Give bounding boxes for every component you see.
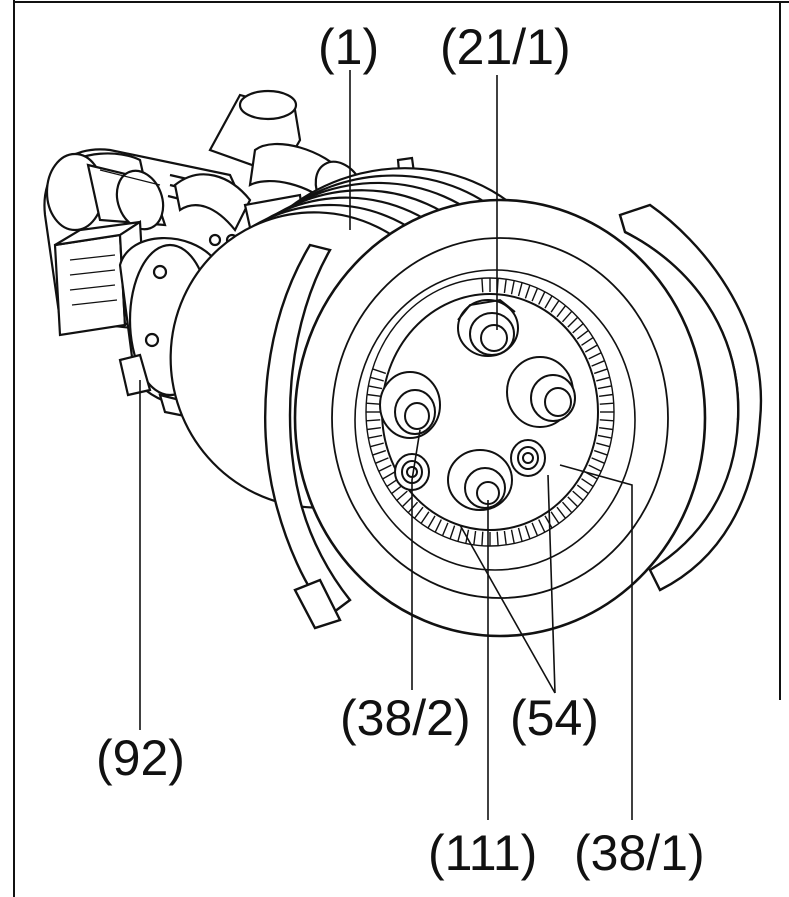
gear-tooth xyxy=(367,427,381,431)
gear-tooth xyxy=(588,464,602,472)
gear-tooth xyxy=(441,522,449,537)
gear-tooth xyxy=(496,531,499,546)
callout-54: (54) xyxy=(510,690,599,746)
leader-lines xyxy=(139,70,633,820)
gear-tooth xyxy=(370,376,384,382)
leader-54-b xyxy=(547,474,556,694)
gear-tooth xyxy=(550,300,560,313)
gear-tooth xyxy=(372,449,387,456)
callout-111: (111) xyxy=(428,825,537,881)
gear-tooth xyxy=(420,511,430,524)
gear-tooth xyxy=(531,522,539,537)
hub-connectors xyxy=(379,298,576,511)
connector-38-1-fitting xyxy=(506,356,576,428)
gear-tooth xyxy=(367,393,381,397)
gear-tooth xyxy=(378,464,392,472)
gear-tooth xyxy=(597,385,612,390)
gear-tooth xyxy=(593,449,608,456)
gear-tooth xyxy=(524,525,531,540)
gear-tooth xyxy=(368,385,383,390)
gear-tooth xyxy=(473,530,477,545)
gear-tooth xyxy=(538,519,546,533)
gear-tooth xyxy=(481,531,484,546)
figure-frame xyxy=(13,0,789,897)
gear-tooth xyxy=(596,442,610,448)
gear-tooth xyxy=(503,530,507,545)
gear-tooth xyxy=(366,402,381,405)
gear-tooth xyxy=(427,515,436,529)
gear-tooth xyxy=(596,376,610,382)
gear-tooth xyxy=(457,527,463,542)
connector-21-1-fitting xyxy=(457,298,519,357)
leader-54-a xyxy=(459,524,556,694)
gear-tooth xyxy=(413,506,424,519)
gear-tooth xyxy=(370,442,384,448)
gear-tooth xyxy=(407,501,419,514)
gear-tooth xyxy=(576,329,589,340)
gear-tooth xyxy=(372,368,387,375)
gear-tooth xyxy=(599,402,614,405)
gear-tooth xyxy=(510,529,515,544)
gear-tooth xyxy=(368,434,383,439)
gear-tooth xyxy=(597,434,612,439)
gear-tooth xyxy=(576,484,589,495)
gear-tooth xyxy=(538,291,546,305)
leader-38-1 xyxy=(559,464,633,820)
gear-tooth xyxy=(531,287,539,302)
gear-tooth xyxy=(572,323,584,334)
gear-tooth xyxy=(503,279,507,294)
gear-tooth xyxy=(510,280,515,295)
gear-tooth xyxy=(591,360,605,367)
callout-21-1: (21/1) xyxy=(440,19,571,75)
gear-tooth xyxy=(561,310,573,323)
gear-tooth xyxy=(599,393,613,397)
gear-tooth xyxy=(544,515,553,529)
gear-tooth xyxy=(572,490,584,501)
gear-tooth xyxy=(449,525,456,540)
callout-92: (92) xyxy=(96,730,185,786)
gear-tooth xyxy=(550,511,560,524)
connector-54-right-fitting xyxy=(510,439,546,477)
gear-tooth xyxy=(396,490,408,501)
gear-tooth xyxy=(366,419,381,422)
gear-tooth xyxy=(434,519,442,533)
leader-38-2 xyxy=(411,429,421,690)
gear-tooth xyxy=(544,295,553,309)
gear-tooth xyxy=(561,501,573,514)
callout-38-1: (38/1) xyxy=(574,825,705,881)
gear-tooth xyxy=(567,496,579,508)
gear-tooth xyxy=(556,305,567,318)
gear-tooth xyxy=(593,368,608,375)
toothed-ring xyxy=(365,277,615,547)
gear-tooth xyxy=(375,457,389,464)
callout-1: (1) xyxy=(318,19,379,75)
gear-tooth xyxy=(517,527,523,542)
gear-tooth xyxy=(584,344,598,353)
gear-tooth xyxy=(581,478,594,487)
gear-tooth xyxy=(382,471,396,480)
connector-38-2-fitting xyxy=(379,371,441,439)
gear-tooth xyxy=(599,427,613,431)
connector-111-fitting xyxy=(447,449,513,511)
gear-tooth xyxy=(556,506,567,519)
gear-tooth xyxy=(517,282,523,297)
gear-tooth xyxy=(588,352,602,360)
callout-38-2: (38/2) xyxy=(340,690,471,746)
gear-tooth xyxy=(581,337,594,346)
gear-tooth xyxy=(567,316,579,328)
gear-outer-ring xyxy=(365,277,615,547)
gear-tooth xyxy=(524,284,531,299)
gear-tooth xyxy=(481,278,484,293)
gear-tooth xyxy=(591,457,605,464)
gear-tooth xyxy=(401,496,413,508)
motor-shading xyxy=(69,169,161,306)
gear-tooth xyxy=(599,419,614,422)
